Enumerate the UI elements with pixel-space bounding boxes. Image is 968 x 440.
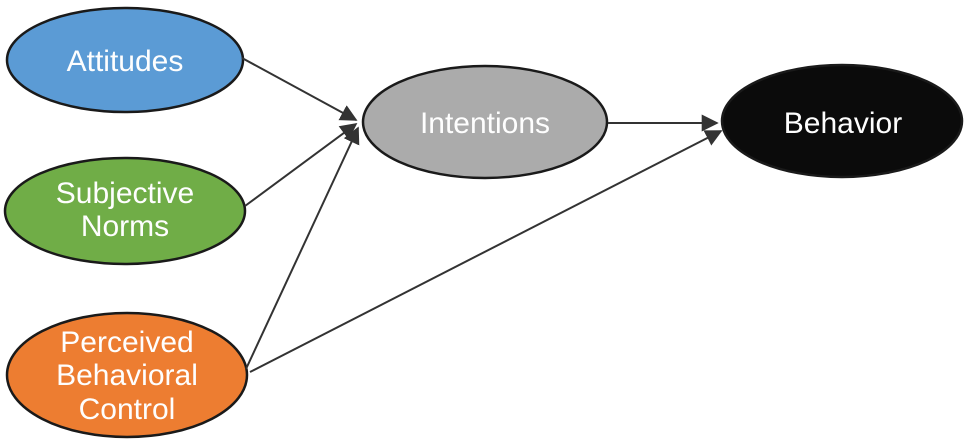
node-intentions: Intentions [361, 64, 609, 180]
node-perceived-behavioral-control: Perceived Behavioral Control [5, 311, 249, 439]
arrow-attitudes-to-intentions [241, 57, 358, 121]
arrow-subjective-norms-to-intentions [244, 122, 358, 207]
node-subjective-norms: Subjective Norms [3, 156, 247, 266]
pbc-label-line1: Perceived [60, 326, 193, 359]
attitudes-label: Attitudes [67, 45, 184, 78]
arrow-perceived-behavioral-control-to-behavior [249, 130, 723, 373]
intentions-label: Intentions [420, 107, 550, 140]
arrow-perceived-behavioral-control-to-intentions [245, 126, 360, 370]
behavior-ellipse [720, 63, 964, 179]
subjective-norms-label-line1: Subjective [56, 177, 194, 210]
node-behavior: Behavior [720, 63, 964, 179]
node-attitudes: Attitudes [5, 6, 245, 114]
pbc-label-line2: Behavioral [56, 359, 198, 392]
intentions-ellipse [361, 64, 609, 180]
behavior-label: Behavior [784, 107, 902, 140]
attitudes-ellipse [5, 6, 245, 114]
subjective-norms-label-line2: Norms [81, 210, 169, 243]
pbc-label-line3: Control [79, 393, 176, 426]
subjective-norms-ellipse [3, 156, 247, 266]
perceived-behavioral-control-ellipse [5, 311, 249, 439]
